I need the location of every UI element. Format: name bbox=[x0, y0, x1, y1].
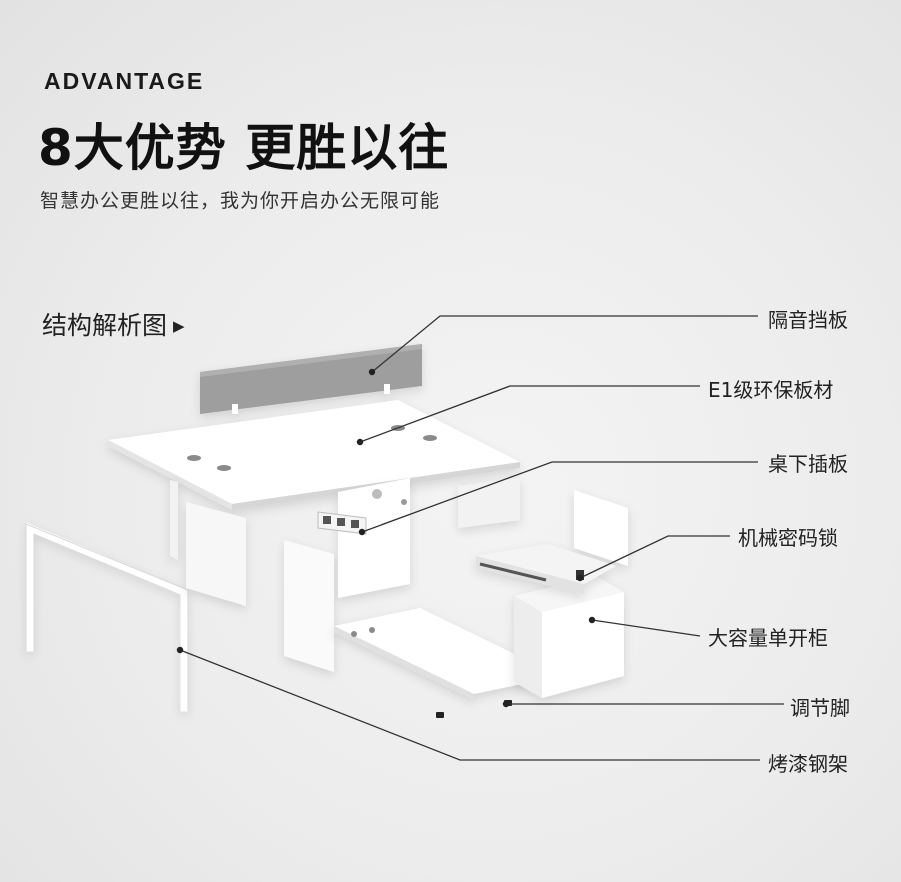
callout-label-cabinet: 大容量单开柜 bbox=[708, 626, 828, 650]
callout-leaders bbox=[179, 315, 784, 761]
callout-label-power-strip: 桌下插板 bbox=[768, 452, 848, 476]
section-title-text: 结构解析图 bbox=[42, 311, 168, 340]
steel-frame-outline bbox=[25, 523, 189, 710]
eyebrow-title: ADVANTAGE bbox=[44, 68, 205, 94]
callout-label-leveling-foot: 调节脚 bbox=[790, 696, 850, 720]
privacy-panel bbox=[200, 344, 422, 414]
callout-dots bbox=[176, 368, 596, 708]
callout-label-combination-lock: 机械密码锁 bbox=[738, 526, 838, 550]
leveling-feet bbox=[436, 700, 512, 718]
power-strip bbox=[317, 511, 367, 535]
callout-label-steel-frame: 烤漆钢架 bbox=[768, 752, 848, 776]
headline: 8大优势 更胜以往 bbox=[38, 119, 450, 177]
subline: 智慧办公更胜以往，我为你开启办公无限可能 bbox=[40, 190, 441, 212]
section-title: 结构解析图 ▶ bbox=[42, 306, 185, 342]
cabinet bbox=[514, 576, 624, 698]
drawer bbox=[476, 490, 628, 594]
bottom-shelf bbox=[334, 608, 560, 700]
desktop-board bbox=[108, 400, 520, 510]
callout-label-privacy-panel: 隔音挡板 bbox=[768, 308, 848, 332]
callout-label-eco-board: E1级环保板材 bbox=[708, 378, 834, 402]
under-desk-panels bbox=[170, 478, 520, 672]
play-arrow-icon: ▶ bbox=[173, 317, 185, 335]
steel-frame bbox=[26, 522, 188, 712]
